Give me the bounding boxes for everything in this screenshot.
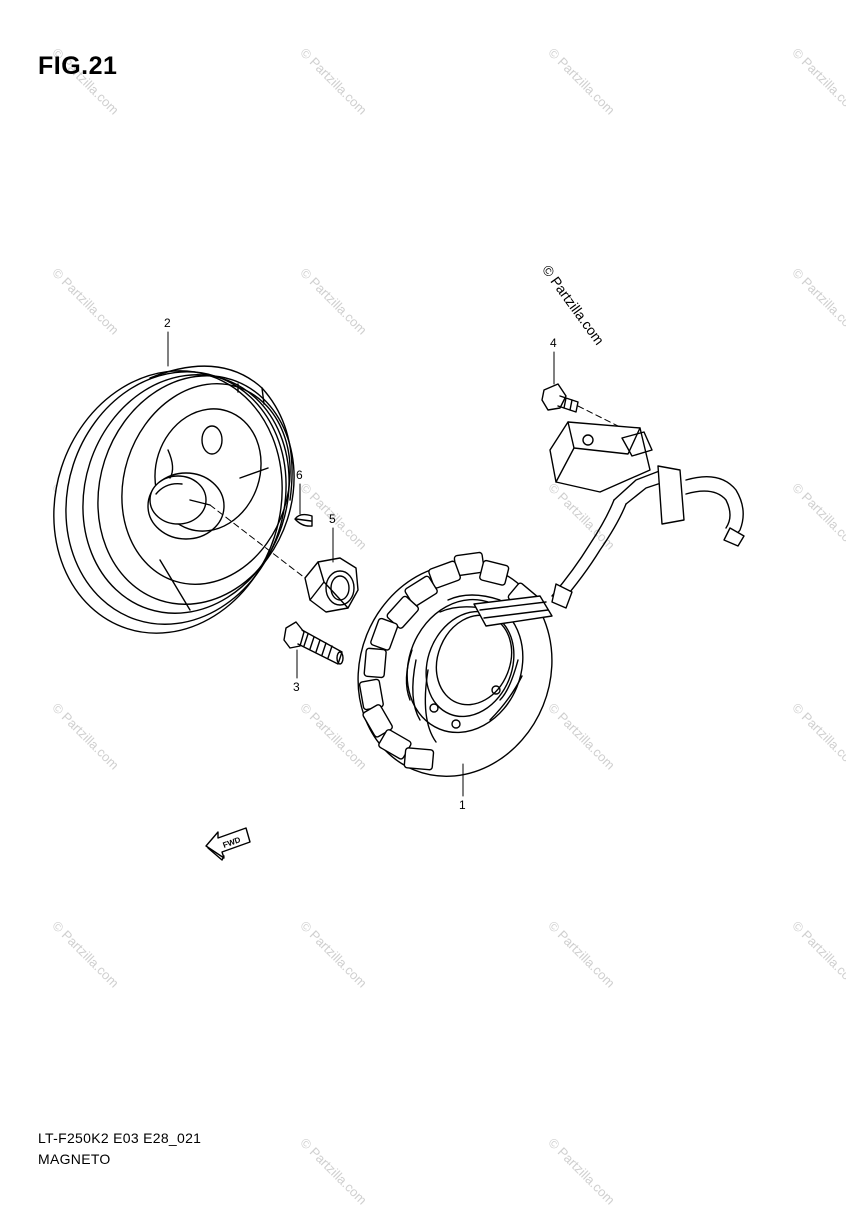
key-part bbox=[294, 513, 313, 527]
bolt-part bbox=[283, 621, 344, 665]
rotor-flywheel bbox=[53, 365, 295, 634]
screw-part bbox=[541, 383, 579, 413]
callout-bolt: 3 bbox=[293, 680, 300, 694]
figure-title: FIG.21 bbox=[38, 52, 118, 80]
nut-part bbox=[304, 557, 359, 613]
wire-harness bbox=[551, 465, 745, 609]
diagram-code: LT-F250K2 E03 E28_021 bbox=[38, 1130, 202, 1146]
callout-nut: 5 bbox=[329, 512, 336, 526]
pickup-coil bbox=[549, 421, 653, 493]
callout-stator: 1 bbox=[459, 798, 466, 812]
stator-assembly bbox=[357, 551, 553, 777]
fwd-arrow-icon bbox=[205, 827, 251, 861]
diagram-name: MAGNETO bbox=[38, 1151, 111, 1167]
leader-lines bbox=[167, 331, 555, 797]
callout-rotor: 2 bbox=[164, 316, 171, 330]
callout-key: 6 bbox=[296, 468, 303, 482]
callout-screw: 4 bbox=[550, 336, 557, 350]
